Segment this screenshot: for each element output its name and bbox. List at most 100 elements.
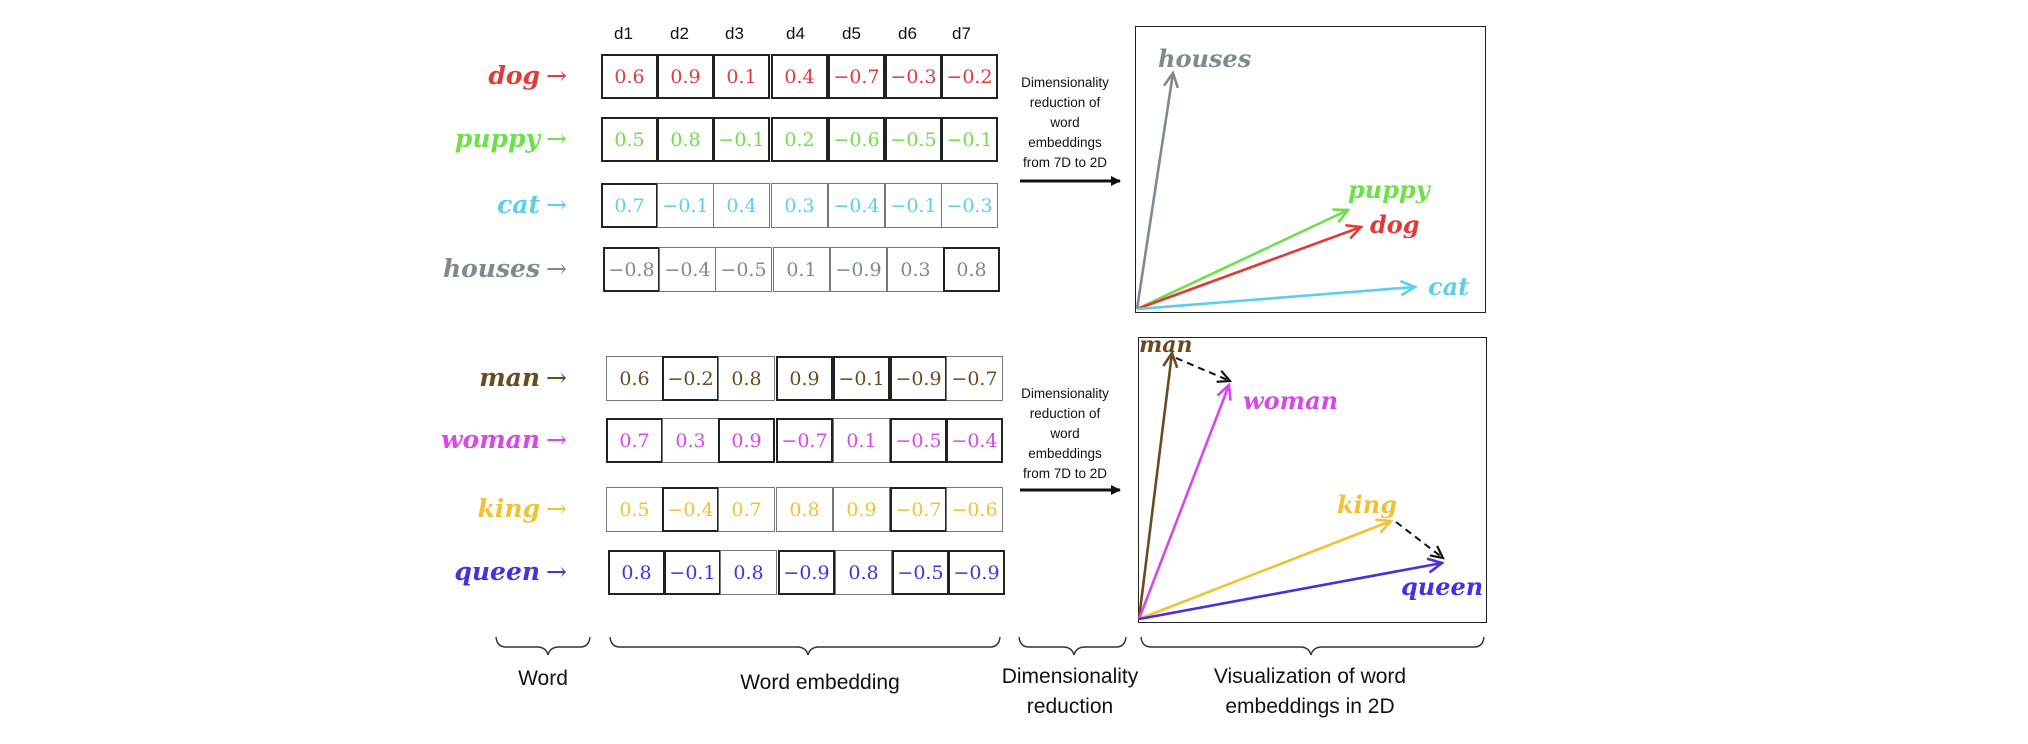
word-arrow: → xyxy=(546,557,567,586)
embedding-cell: −0.9 xyxy=(778,550,835,595)
embedding-cell: 0.7 xyxy=(718,487,775,532)
word-text: man xyxy=(479,363,541,392)
embedding-cell: −0.6 xyxy=(828,117,885,162)
brace-visualization xyxy=(1140,636,1485,656)
embedding-cell: −0.5 xyxy=(892,550,949,595)
embedding-cell: −0.5 xyxy=(890,418,947,463)
dim-header-d1: d1 xyxy=(614,24,633,43)
embedding-cell: −0.4 xyxy=(946,418,1003,463)
embedding-cell: −0.3 xyxy=(885,54,942,99)
label-word: Word xyxy=(518,667,568,690)
dim-header-d6: d6 xyxy=(898,24,917,43)
embedding-cell: −0.9 xyxy=(830,247,887,292)
embedding-cell: −0.6 xyxy=(946,487,1003,532)
dimred-line: Dimensionality xyxy=(1021,386,1109,401)
label-word-embedding: Word embedding xyxy=(740,671,900,694)
label-dimred-line2: reduction xyxy=(1026,695,1114,718)
word-arrow: → xyxy=(546,363,567,392)
word-label-houses: houses→ xyxy=(432,254,567,283)
embedding-cell: 0.3 xyxy=(662,418,719,463)
embedding-cell: 0.1 xyxy=(773,247,830,292)
word-label-woman: woman→ xyxy=(432,425,567,454)
label-dimensionality-reduction: Dimensionality reduction xyxy=(980,662,1160,722)
embedding-cell: −0.1 xyxy=(941,117,998,162)
word-text: queen xyxy=(454,557,541,586)
word-arrow: → xyxy=(546,254,567,283)
embedding-cell: 0.6 xyxy=(601,54,658,99)
label-viz-line1: Visualization of word xyxy=(1213,665,1407,688)
embedding-cell: −0.7 xyxy=(890,487,947,532)
dimred-line: Dimensionality xyxy=(1021,75,1109,90)
word-text: woman xyxy=(441,425,541,454)
embedding-cell: 0.8 xyxy=(720,550,777,595)
dimred-line: from 7D to 2D xyxy=(1022,466,1108,481)
word-arrow: → xyxy=(546,190,567,219)
dimred-line: reduction of xyxy=(1029,406,1101,421)
vector-woman xyxy=(1137,385,1229,620)
embedding-cell: 0.4 xyxy=(771,54,828,99)
word-text: cat xyxy=(497,190,541,219)
embedding-cell: −0.9 xyxy=(890,356,947,401)
embedding-cell: 0.8 xyxy=(776,487,833,532)
embedding-cell: 0.9 xyxy=(657,54,714,99)
vector-puppy xyxy=(1136,210,1348,311)
label-viz-line2: embeddings in 2D xyxy=(1225,695,1395,718)
brace-dimred xyxy=(1018,636,1127,656)
bottom-plot-frame xyxy=(1138,337,1487,623)
dim-header-d5: d5 xyxy=(842,24,861,43)
word-label-cat: cat→ xyxy=(432,190,567,219)
embedding-cell: 0.8 xyxy=(718,356,775,401)
dimred-line: embeddings xyxy=(1028,135,1102,150)
embedding-cell: 0.1 xyxy=(833,418,890,463)
dim-header-d7: d7 xyxy=(952,24,971,43)
dim-reduction-caption-bottom: Dimensionality reduction of word embeddi… xyxy=(1010,384,1120,484)
word-label-man: man→ xyxy=(432,363,567,392)
embedding-cell: 0.9 xyxy=(776,356,833,401)
embedding-cell: −0.4 xyxy=(828,183,885,228)
embedding-cell: 0.8 xyxy=(943,247,1000,292)
embedding-cell: 0.9 xyxy=(833,487,890,532)
dimred-line: word xyxy=(1050,115,1080,130)
word-label-king: king→ xyxy=(432,494,567,523)
plot-label-puppy: puppy xyxy=(1348,175,1430,204)
dim-header-d3: d3 xyxy=(725,24,744,43)
word-text: king xyxy=(477,494,541,523)
plot-label-dog: dog xyxy=(1370,210,1420,239)
embedding-cell: 0.3 xyxy=(771,183,828,228)
dim-reduction-caption-top: Dimensionality reduction of word embeddi… xyxy=(1010,73,1120,173)
label-visualization: Visualization of word embeddings in 2D xyxy=(1180,662,1440,722)
embedding-cell: −0.5 xyxy=(715,247,772,292)
vector-houses xyxy=(1135,73,1173,310)
embedding-cell: −0.2 xyxy=(662,356,719,401)
word-label-dog: dog→ xyxy=(432,61,567,90)
vector-queen xyxy=(1138,563,1442,621)
brace-embedding xyxy=(609,636,1001,656)
relation-man-woman xyxy=(1175,357,1230,381)
word-arrow: → xyxy=(546,425,567,454)
embedding-cell: −0.4 xyxy=(662,487,719,532)
vector-cat xyxy=(1136,287,1415,311)
word-arrow: → xyxy=(546,494,567,523)
embedding-cell: −0.2 xyxy=(941,54,998,99)
plot-label-queen: queen xyxy=(1401,572,1484,601)
label-dimred-line1: Dimensionality xyxy=(1001,665,1139,688)
vector-king xyxy=(1138,521,1391,621)
word-arrow: → xyxy=(546,124,567,153)
word-label-queen: queen→ xyxy=(432,557,567,586)
embedding-cell: 0.9 xyxy=(718,418,775,463)
dim-header-d2: d2 xyxy=(670,24,689,43)
embedding-cell: 0.7 xyxy=(601,183,658,228)
word-label-puppy: puppy→ xyxy=(432,124,567,153)
embedding-cell: 0.1 xyxy=(713,54,770,99)
plot-label-king: king xyxy=(1337,490,1397,519)
vector-man xyxy=(1137,353,1172,620)
relation-king-queen xyxy=(1395,521,1443,558)
dimred-line: embeddings xyxy=(1028,446,1102,461)
embedding-cell: −0.7 xyxy=(828,54,885,99)
embedding-cell: −0.3 xyxy=(941,183,998,228)
plot-label-houses: houses xyxy=(1158,44,1252,73)
word-text: houses xyxy=(442,254,541,283)
top-plot-frame xyxy=(1135,26,1486,313)
word-text: dog xyxy=(488,61,541,90)
